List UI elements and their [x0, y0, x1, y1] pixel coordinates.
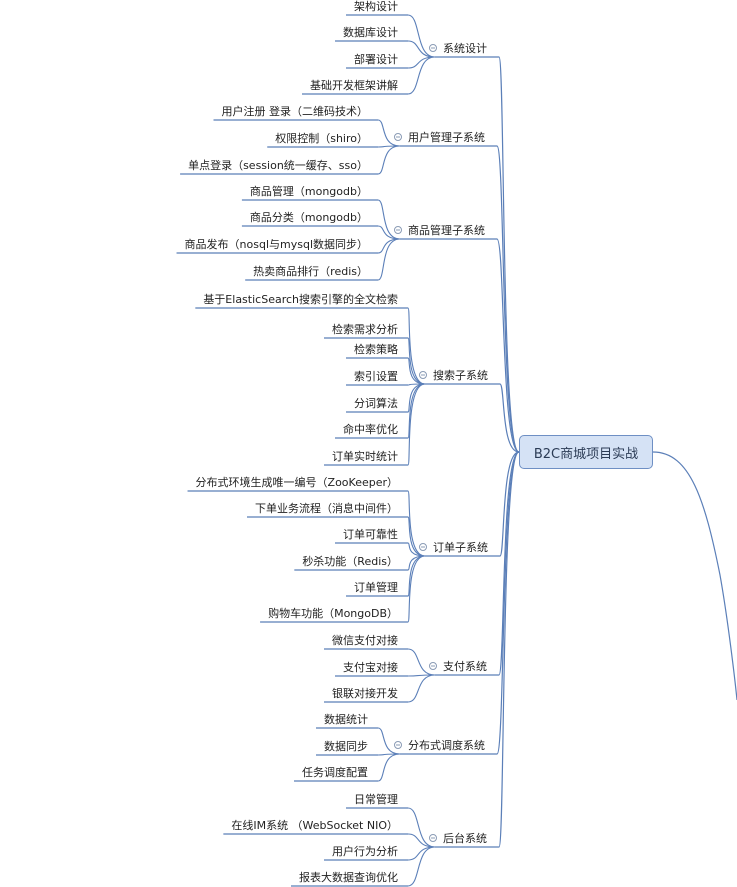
branch-label[interactable]: 支付系统	[443, 660, 487, 673]
leaf-label[interactable]: 热卖商品排行（redis）	[253, 265, 368, 278]
leaf-label[interactable]: 银联对接开发	[332, 687, 398, 700]
leaf-label[interactable]: 任务调度配置	[302, 766, 368, 779]
leaf-label[interactable]: 在线IM系统 （WebSocket NIO）	[231, 819, 398, 832]
leaf-label[interactable]: 订单管理	[354, 581, 398, 594]
leaf-connector	[407, 357, 426, 385]
leaf-label[interactable]: 基础开发框架讲解	[310, 79, 398, 92]
leaf-connector	[377, 727, 401, 755]
leaf-label[interactable]: 用户行为分析	[332, 845, 398, 858]
leaf-label[interactable]: 索引设置	[354, 370, 398, 383]
leaf-connector	[377, 145, 401, 175]
leaf-connector	[407, 555, 426, 571]
branch-connector	[496, 238, 520, 453]
leaf-connector	[407, 14, 436, 58]
leaf-label[interactable]: 架构设计	[354, 0, 398, 13]
leaf-label[interactable]: 数据统计	[324, 713, 368, 726]
leaf-connector	[407, 490, 426, 557]
leaf-label[interactable]: 部署设计	[354, 53, 398, 66]
branch-connector	[498, 451, 520, 676]
leaf-connector	[377, 238, 401, 281]
root-node[interactable]: B2C商城项目实战	[519, 435, 653, 469]
branch-label[interactable]: 后台系统	[443, 832, 487, 845]
leaf-connector	[407, 846, 436, 887]
branch-connector	[496, 145, 520, 453]
leaf-label[interactable]: 基于ElasticSearch搜索引擎的全文检索	[203, 293, 398, 306]
branch-label[interactable]: 系统设计	[443, 42, 487, 55]
branch-connector	[499, 383, 520, 453]
branch-label[interactable]: 分布式调度系统	[408, 739, 485, 752]
leaf-label[interactable]: 日常管理	[354, 793, 398, 806]
leaf-connector	[407, 555, 426, 623]
leaf-connector	[407, 383, 426, 466]
leaf-connector	[377, 225, 401, 240]
leaf-label[interactable]: 权限控制（shiro）	[275, 132, 368, 145]
branch-connector	[496, 451, 520, 755]
leaf-connector	[407, 307, 426, 385]
leaf-label[interactable]: 购物车功能（MongoDB）	[268, 607, 398, 620]
leaf-connector	[407, 40, 436, 58]
leaf-connector	[407, 542, 426, 557]
leaf-label[interactable]: 订单可靠性	[343, 528, 398, 541]
leaf-label[interactable]: 检索需求分析	[332, 323, 398, 336]
leaf-connector	[377, 119, 401, 147]
leaf-connector	[407, 337, 426, 385]
leaf-connector	[407, 56, 436, 69]
leaf-label[interactable]: 检索策略	[354, 343, 398, 356]
branch-label[interactable]: 商品管理子系统	[408, 224, 485, 237]
leaf-label[interactable]: 商品管理（mongodb）	[249, 185, 368, 198]
leaf-label[interactable]: 秒杀功能（Redis）	[302, 555, 398, 568]
leaf-label[interactable]: 商品发布（nosql与mysql数据同步）	[184, 238, 368, 251]
leaf-label[interactable]: 支付宝对接	[343, 661, 398, 674]
leaf-connector	[407, 833, 436, 848]
leaf-connector	[407, 516, 426, 557]
leaf-label[interactable]: 命中率优化	[343, 423, 398, 436]
root-outgoing-connector	[652, 451, 737, 701]
branch-connector	[498, 451, 520, 848]
leaf-connector	[407, 674, 436, 703]
leaf-label[interactable]: 分布式环境生成唯一编号（ZooKeeper）	[195, 476, 398, 489]
leaf-connector	[377, 199, 401, 240]
leaf-label[interactable]: 用户注册 登录（二维码技术）	[221, 105, 369, 118]
leaf-label[interactable]: 报表大数据查询优化	[299, 871, 398, 884]
leaf-label[interactable]: 分词算法	[354, 397, 398, 410]
leaf-label[interactable]: 单点登录（session统一缓存、sso）	[188, 159, 368, 172]
branch-connector	[498, 56, 520, 453]
leaf-connector	[407, 648, 436, 676]
branch-connector	[499, 451, 520, 557]
leaf-label[interactable]: 下单业务流程（消息中间件）	[255, 502, 398, 515]
leaf-label[interactable]: 数据库设计	[343, 26, 398, 39]
leaf-connector	[377, 753, 401, 782]
leaf-label[interactable]: 微信支付对接	[332, 634, 398, 647]
branch-label[interactable]: 订单子系统	[433, 541, 488, 554]
branch-label[interactable]: 搜索子系统	[433, 369, 488, 382]
leaf-connector	[407, 807, 436, 848]
leaf-connector	[407, 56, 436, 95]
leaf-label[interactable]: 数据同步	[324, 740, 368, 753]
leaf-label[interactable]: 订单实时统计	[332, 450, 398, 463]
leaf-label[interactable]: 商品分类（mongodb）	[249, 211, 368, 224]
branch-label[interactable]: 用户管理子系统	[408, 131, 485, 144]
